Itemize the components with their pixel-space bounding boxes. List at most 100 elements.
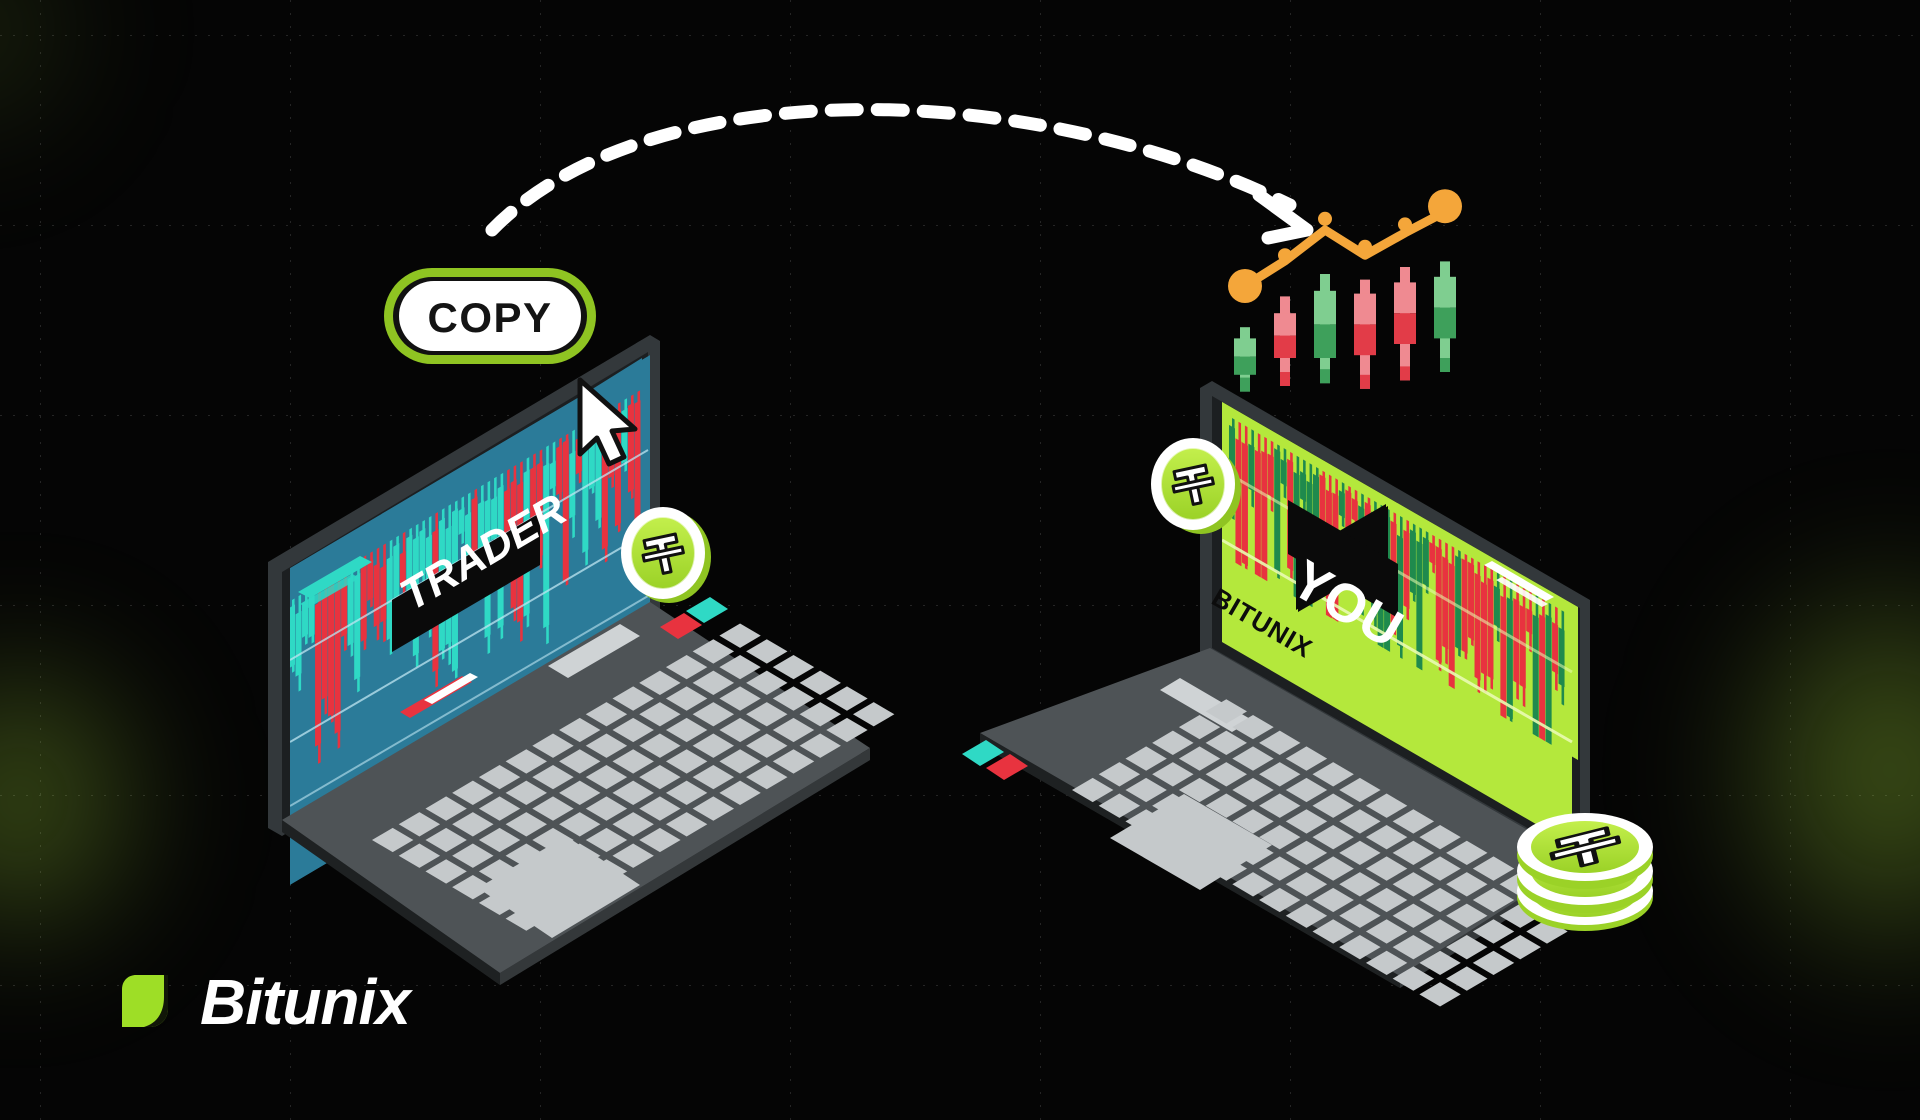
keyboard-key[interactable] (1232, 714, 1274, 740)
keyboard-key[interactable] (826, 686, 868, 711)
keyboard-key[interactable] (1419, 824, 1461, 850)
keyboard-key[interactable] (612, 843, 654, 868)
keyboard-key[interactable] (1365, 887, 1408, 913)
keyboard-key[interactable] (719, 780, 761, 806)
keyboard-key[interactable] (1285, 809, 1328, 834)
keyboard-key[interactable] (452, 843, 494, 868)
keyboard-key[interactable] (1312, 762, 1354, 787)
keyboard-key[interactable] (1072, 777, 1114, 803)
keyboard-key[interactable] (1472, 887, 1515, 913)
keyboard-key[interactable] (1499, 903, 1541, 928)
keyboard-key[interactable] (1312, 824, 1354, 850)
keyboard-key[interactable] (1472, 919, 1515, 944)
keyboard-key[interactable] (1312, 919, 1354, 944)
keyboard-key[interactable] (692, 733, 735, 758)
keyboard-key[interactable] (692, 639, 735, 664)
keyboard-key[interactable] (1232, 872, 1274, 897)
keyboard-key[interactable] (1285, 903, 1328, 928)
keyboard-key[interactable] (1178, 777, 1221, 803)
keyboard-key[interactable] (1285, 746, 1328, 771)
keyboard-key[interactable] (1339, 872, 1381, 897)
keyboard-key[interactable] (612, 717, 654, 743)
keyboard-key[interactable] (1472, 856, 1515, 881)
keyboard-key[interactable] (719, 623, 761, 648)
keyboard-key[interactable] (452, 780, 494, 806)
keyboard-key[interactable] (665, 812, 708, 837)
keyboard-key[interactable] (1339, 935, 1381, 960)
keyboard-key[interactable] (612, 686, 654, 711)
keyboard-key[interactable] (1446, 935, 1488, 960)
keyboard-key[interactable] (1392, 966, 1435, 991)
keyboard-key[interactable] (1446, 903, 1488, 928)
keyboard-key[interactable] (746, 639, 788, 664)
keyboard-key[interactable] (1365, 824, 1408, 850)
keyboard-key[interactable] (559, 812, 601, 837)
keyboard-key[interactable] (425, 859, 467, 884)
keyboard-key[interactable] (772, 749, 815, 774)
keyboard-key[interactable] (1392, 809, 1435, 834)
keyboard-key[interactable] (478, 764, 521, 790)
keyboard-key[interactable] (1365, 919, 1408, 944)
keyboard-key[interactable] (1205, 730, 1247, 756)
keyboard-key[interactable] (1259, 730, 1301, 756)
keyboard-key[interactable] (826, 717, 868, 743)
keyboard-key[interactable] (799, 702, 841, 727)
keyboard-key[interactable] (639, 764, 681, 790)
keyboard-key[interactable] (1232, 809, 1274, 834)
keyboard-key[interactable] (532, 733, 574, 758)
keyboard-key[interactable] (1259, 762, 1301, 787)
keyboard-key[interactable] (665, 654, 708, 680)
keyboard-key[interactable] (1392, 840, 1435, 866)
keyboard-key[interactable] (692, 702, 735, 727)
keyboard-key[interactable] (772, 654, 815, 680)
keyboard-key[interactable] (639, 827, 681, 853)
keyboard-key[interactable] (1285, 872, 1328, 897)
keyboard-key[interactable] (505, 843, 547, 868)
keyboard-key[interactable] (1205, 762, 1247, 787)
keyboard-key[interactable] (1446, 872, 1488, 897)
keyboard-key[interactable] (692, 670, 735, 695)
keyboard-key[interactable] (372, 827, 414, 853)
keyboard-key[interactable] (532, 796, 574, 821)
keyboard-key[interactable] (639, 796, 681, 821)
keyboard-key[interactable] (1125, 777, 1167, 803)
keyboard-key[interactable] (1419, 982, 1461, 1007)
keyboard-key[interactable] (398, 812, 441, 837)
keyboard-key[interactable] (1499, 935, 1541, 960)
keyboard-key[interactable] (1205, 699, 1247, 724)
keyboard-key[interactable] (1392, 872, 1435, 897)
keyboard-key[interactable] (505, 812, 547, 837)
keyboard-key[interactable] (746, 733, 788, 758)
keyboard-key[interactable] (585, 796, 628, 821)
keyboard-key[interactable] (852, 702, 895, 727)
keyboard-key[interactable] (1098, 762, 1141, 787)
keyboard-key[interactable] (1232, 746, 1274, 771)
keyboard-key[interactable] (772, 686, 815, 711)
keyboard-key[interactable] (612, 780, 654, 806)
keyboard-key[interactable] (719, 717, 761, 743)
keyboard-key[interactable] (665, 780, 708, 806)
keyboard-key[interactable] (1419, 887, 1461, 913)
keyboard-key[interactable] (746, 764, 788, 790)
keyboard-key[interactable] (505, 749, 547, 774)
keyboard-key[interactable] (1365, 793, 1408, 818)
keyboard-key[interactable] (1365, 856, 1408, 881)
keyboard-key[interactable] (425, 796, 467, 821)
copy-button[interactable] (384, 268, 596, 364)
keyboard-key[interactable] (1446, 840, 1488, 866)
keyboard-key[interactable] (452, 812, 494, 837)
keyboard-key[interactable] (692, 764, 735, 790)
keyboard-key[interactable] (692, 796, 735, 821)
keyboard-key[interactable] (612, 749, 654, 774)
keyboard-key[interactable] (1259, 856, 1301, 881)
keyboard-key[interactable] (1339, 903, 1381, 928)
keyboard-key[interactable] (1339, 777, 1381, 803)
keyboard-key[interactable] (665, 717, 708, 743)
keyboard-key[interactable] (746, 702, 788, 727)
keyboard-key[interactable] (559, 749, 601, 774)
keyboard-key[interactable] (1259, 793, 1301, 818)
keyboard-key[interactable] (1125, 746, 1167, 771)
keyboard-key[interactable] (1178, 714, 1221, 740)
keyboard-key[interactable] (639, 733, 681, 758)
keyboard-key[interactable] (1419, 950, 1461, 976)
